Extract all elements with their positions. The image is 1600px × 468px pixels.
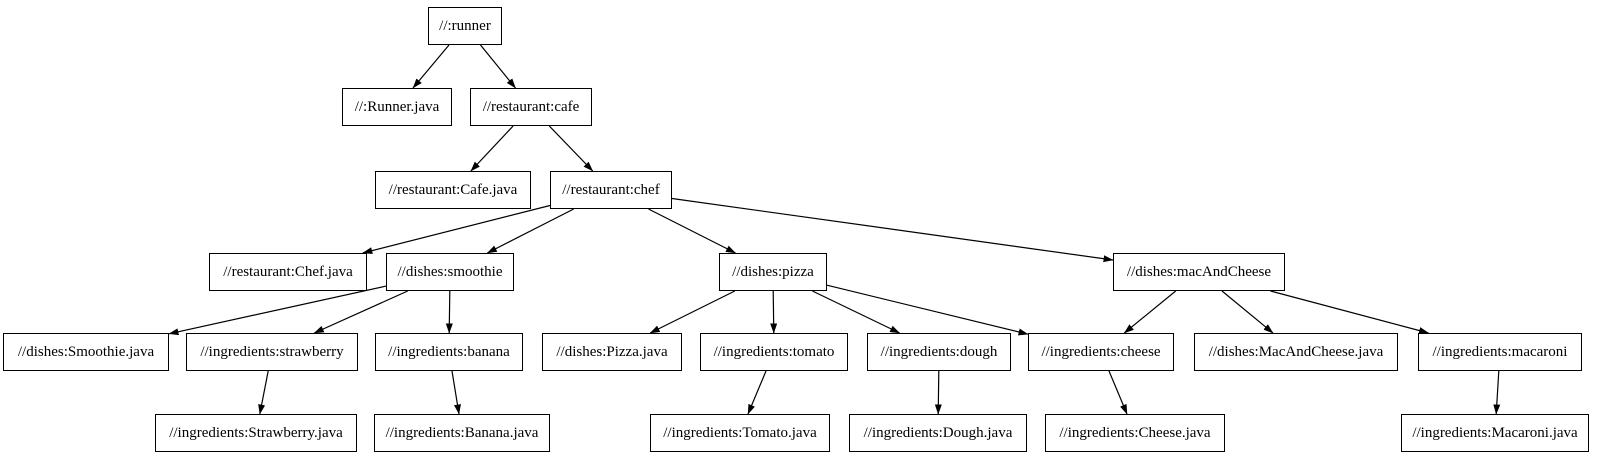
graph-node-strawberry_java: //ingredients:Strawberry.java <box>155 414 357 452</box>
edge-chef-to-macandcheese <box>671 197 1114 263</box>
edge-runner-to-runner_java <box>412 44 450 89</box>
graph-node-cheese: //ingredients:cheese <box>1028 333 1174 371</box>
edge-runner-to-cafe <box>480 44 516 89</box>
edge-smoothie-to-smoothie_java <box>168 285 387 336</box>
edge-strawberry-to-strawberry_java <box>258 370 269 415</box>
edge-smoothie-to-banana <box>445 290 453 334</box>
graph-node-cafe: //restaurant:cafe <box>470 88 592 126</box>
edge-pizza-to-cheese <box>826 284 1029 336</box>
graph-node-dough: //ingredients:dough <box>867 333 1011 371</box>
graph-node-banana_java: //ingredients:Banana.java <box>374 414 550 452</box>
graph-node-strawberry: //ingredients:strawberry <box>186 333 358 371</box>
edge-tomato-to-tomato_java <box>747 370 767 415</box>
edge-banana-to-banana_java <box>451 370 461 415</box>
graph-node-tomato: //ingredients:tomato <box>700 333 848 371</box>
edge-cheese-to-cheese_java <box>1108 370 1128 415</box>
graph-node-banana: //ingredients:banana <box>375 333 523 371</box>
edge-dough-to-dough_java <box>934 370 942 415</box>
graph-node-smoothie_java: //dishes:Smoothie.java <box>3 333 169 371</box>
edge-macandcheese-to-macandcheese_java <box>1221 290 1274 334</box>
edge-pizza-to-pizza_java <box>649 290 736 334</box>
edge-cafe-to-chef <box>548 125 594 172</box>
graph-node-smoothie: //dishes:smoothie <box>386 253 514 291</box>
edge-chef-to-pizza <box>648 208 736 254</box>
edge-macaroni-to-macaroni_java <box>1493 370 1501 415</box>
edge-macandcheese-to-macaroni <box>1270 290 1429 334</box>
graph-node-cheese_java: //ingredients:Cheese.java <box>1045 414 1225 452</box>
edge-chef-to-smoothie <box>486 208 574 254</box>
graph-node-macaroni: //ingredients:macaroni <box>1418 333 1582 371</box>
graph-node-chef: //restaurant:chef <box>550 171 672 209</box>
edge-cafe-to-cafe_java <box>470 125 514 172</box>
edge-pizza-to-dough <box>812 290 901 334</box>
edge-macandcheese-to-cheese <box>1123 290 1177 334</box>
graph-node-chef_java: //restaurant:Chef.java <box>209 253 367 291</box>
edge-pizza-to-tomato <box>770 290 778 334</box>
graph-node-pizza_java: //dishes:Pizza.java <box>542 333 682 371</box>
graph-node-dough_java: //ingredients:Dough.java <box>849 414 1027 452</box>
edge-smoothie-to-strawberry <box>313 290 408 334</box>
graph-node-tomato_java: //ingredients:Tomato.java <box>650 414 830 452</box>
graph-node-runner_java: //:Runner.java <box>342 88 452 126</box>
graph-node-macandcheese: //dishes:macAndCheese <box>1113 253 1285 291</box>
graph-node-pizza: //dishes:pizza <box>719 253 827 291</box>
graph-node-runner: //:runner <box>428 7 502 45</box>
graph-node-macandcheese_java: //dishes:MacAndCheese.java <box>1194 333 1398 371</box>
graph-node-cafe_java: //restaurant:Cafe.java <box>375 171 531 209</box>
graph-node-macaroni_java: //ingredients:Macaroni.java <box>1401 414 1589 452</box>
edge-chef-to-chef_java <box>362 204 551 255</box>
